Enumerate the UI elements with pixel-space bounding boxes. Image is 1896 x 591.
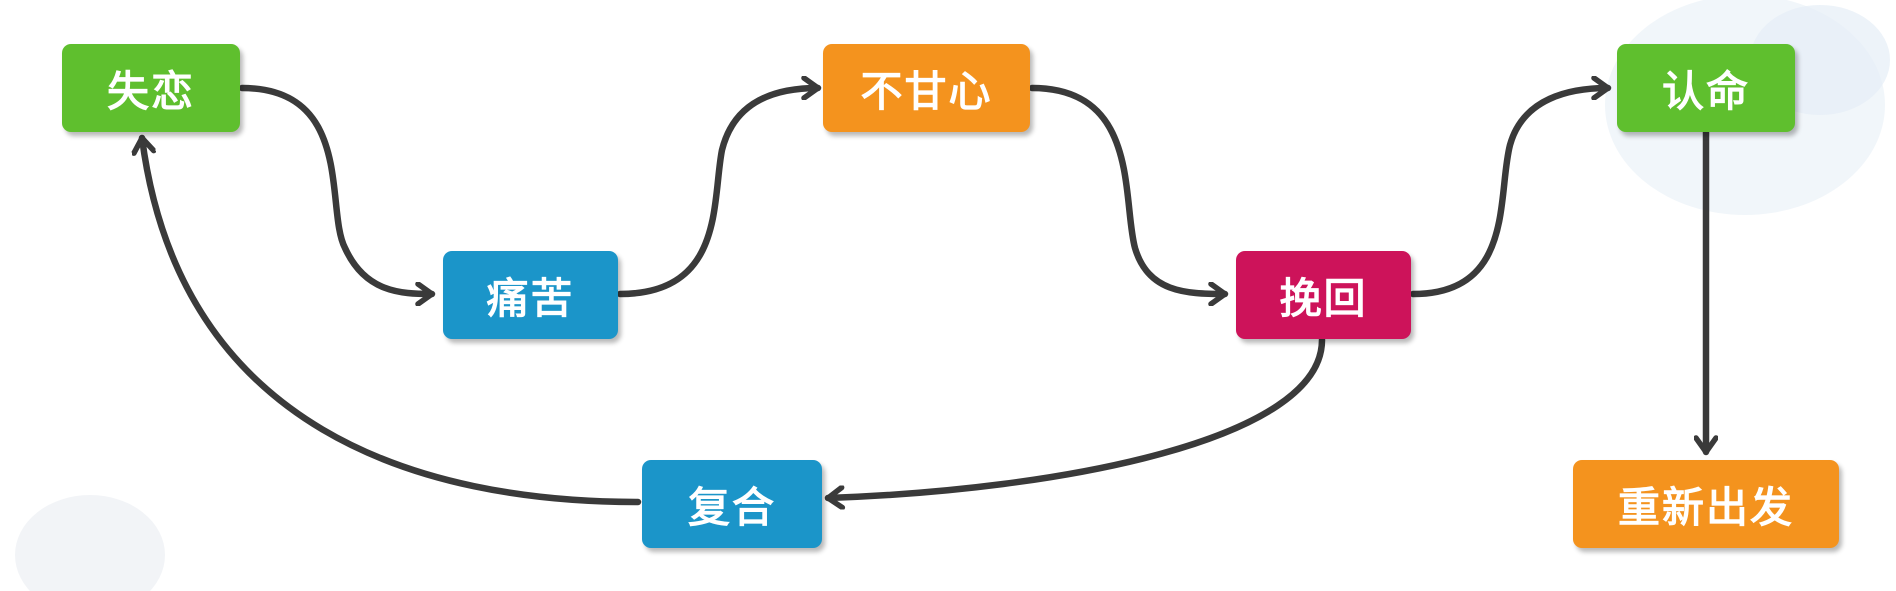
node-fuhe-label: 复合: [687, 482, 776, 532]
node-renming-label: 认命: [1661, 66, 1750, 116]
edge-wanhui-to-renming: [1409, 88, 1612, 298]
node-buganxin: 不甘心: [823, 44, 1030, 132]
node-renming: 认命: [1617, 44, 1795, 132]
node-tongku-label: 痛苦: [486, 273, 575, 323]
edge-shilian-to-tongku: [238, 84, 436, 294]
node-wanhui-label: 挽回: [1279, 273, 1368, 323]
node-chongxin-label: 重新出发: [1617, 482, 1794, 532]
node-tongku: 痛苦: [443, 251, 618, 339]
edge-tongku-to-buganxin: [616, 88, 822, 298]
node-wanhui: 挽回: [1236, 251, 1411, 339]
edge-fuhe-to-shilian: [142, 134, 642, 506]
edge-wanhui-to-fuhe: [824, 336, 1326, 498]
node-shilian: 失恋: [62, 44, 240, 132]
node-chongxin: 重新出发: [1573, 460, 1839, 548]
node-fuhe: 复合: [642, 460, 822, 548]
node-shilian-label: 失恋: [106, 66, 195, 116]
node-buganxin-label: 不甘心: [860, 66, 993, 116]
edge-buganxin-to-wanhui: [1028, 84, 1229, 294]
decor-blob-bottom-left: [15, 495, 165, 591]
